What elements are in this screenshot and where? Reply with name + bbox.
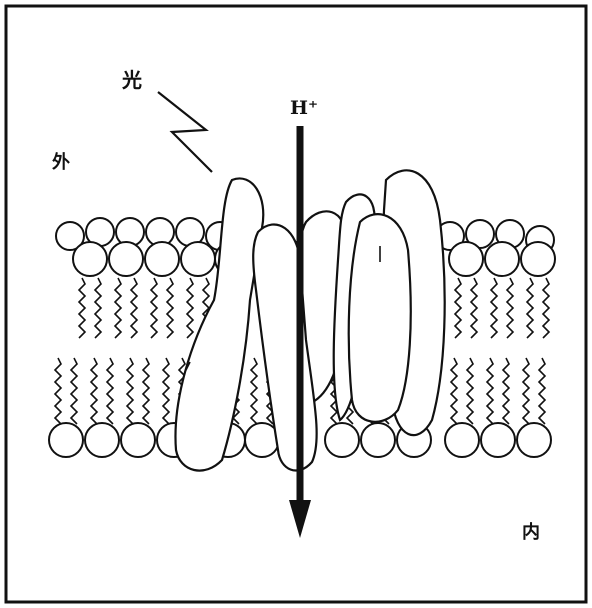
lipid-tail-upper	[95, 278, 101, 338]
lipid-tail-lower	[539, 358, 545, 424]
lipid-tail-upper	[471, 278, 477, 338]
lipid-head-lower	[445, 423, 479, 457]
lightning-bolt-icon	[158, 92, 212, 172]
lipid-head-lower	[517, 423, 551, 457]
lipid-tail-upper	[79, 278, 85, 338]
lipid-tail-lower	[127, 358, 133, 424]
lipid-head-lower	[481, 423, 515, 457]
lipid-head-upper	[73, 242, 107, 276]
lipid-tail-lower	[451, 358, 457, 424]
lipid-tail-upper	[151, 278, 157, 338]
lipid-tail-upper	[455, 278, 461, 338]
lipid-tail-upper	[527, 278, 533, 338]
membrane-protein	[175, 170, 444, 470]
lipid-tail-lower	[71, 358, 77, 424]
lipid-head-lower	[85, 423, 119, 457]
lipid-tail-lower	[163, 358, 169, 424]
lipid-head-lower	[121, 423, 155, 457]
helix-e	[349, 214, 411, 422]
lipid-tail-upper	[187, 278, 193, 338]
lipid-tail-lower	[251, 358, 257, 424]
lipid-head-lower	[325, 423, 359, 457]
lipid-tail-lower	[107, 358, 113, 424]
lipid-tail-upper	[543, 278, 549, 338]
lipid-head-upper	[145, 242, 179, 276]
lipid-tail-upper	[167, 278, 173, 338]
lipid-head-lower	[49, 423, 83, 457]
lipid-tail-lower	[91, 358, 97, 424]
lipid-head-upper	[109, 242, 143, 276]
lipid-tail-upper	[491, 278, 497, 338]
lipid-tail-lower	[55, 358, 61, 424]
lipid-tail-lower	[487, 358, 493, 424]
lipid-tail-upper	[131, 278, 137, 338]
lipid-head-upper	[449, 242, 483, 276]
lipid-tail-lower	[503, 358, 509, 424]
lipid-tail-upper	[115, 278, 121, 338]
lipid-tail-lower	[467, 358, 473, 424]
lipid-tail-lower	[523, 358, 529, 424]
outside-label: 外	[52, 148, 70, 174]
lipid-head-lower	[361, 423, 395, 457]
light-label: 光	[122, 64, 142, 93]
lipid-tail-upper	[507, 278, 513, 338]
lipid-head-upper	[521, 242, 555, 276]
proton-label: H⁺	[290, 97, 318, 119]
inside-label: 内	[522, 518, 540, 544]
arrow-head-icon	[289, 500, 311, 538]
lipid-tail-lower	[143, 358, 149, 424]
lipid-head-upper	[181, 242, 215, 276]
lipid-head-upper	[485, 242, 519, 276]
